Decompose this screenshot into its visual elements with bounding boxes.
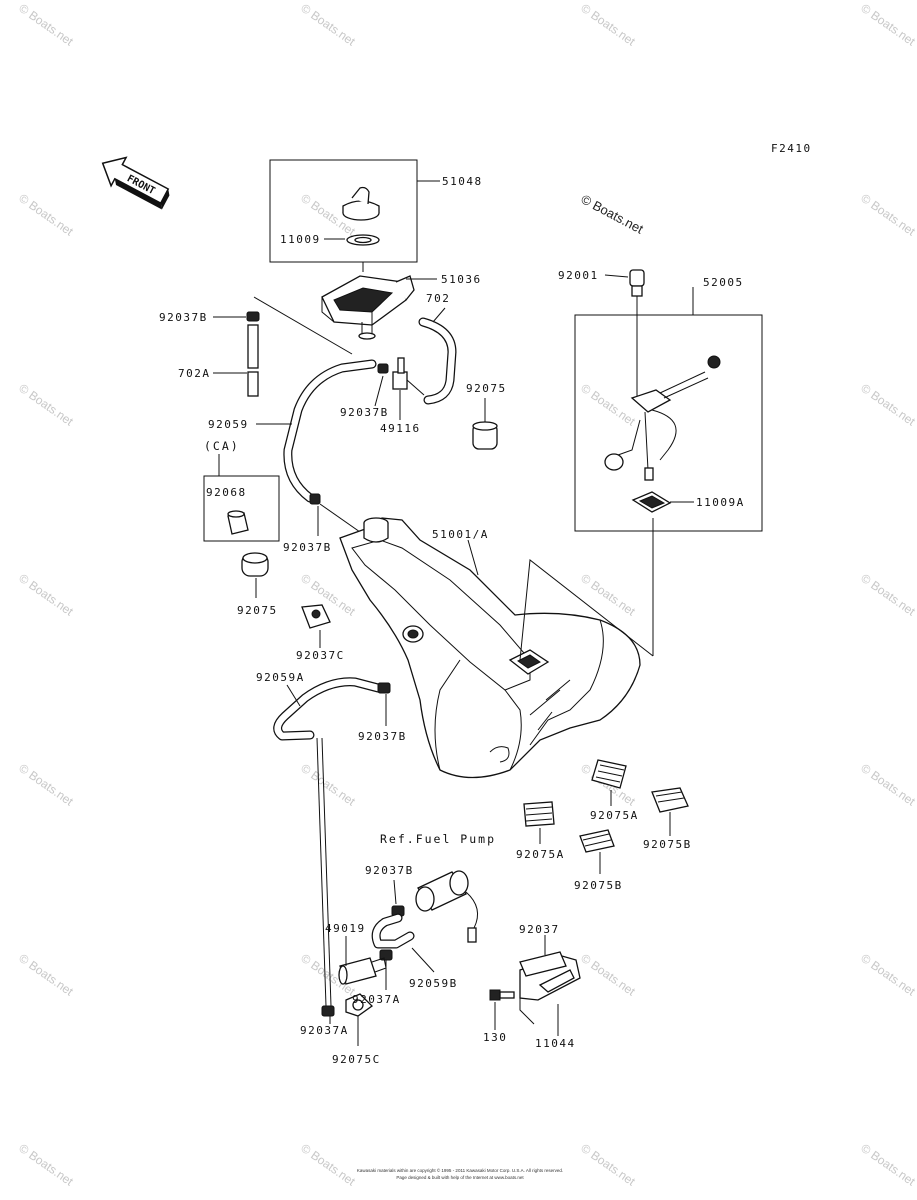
part-label-92075a: 92075A (516, 848, 565, 861)
part-label-52005: 52005 (703, 276, 744, 289)
part-label-92059b: 92059B (409, 977, 458, 990)
part-labels: 51048 11009 51036 702 92037B 702A 92037B 49116 9… (159, 175, 745, 1066)
watermark: © Boats.net (858, 761, 917, 809)
watermark: © Boats.net (858, 381, 917, 429)
watermark: © Boats.net (16, 951, 76, 999)
watermark: © Boats.net (16, 761, 76, 809)
part-label-92075c: 92075C (332, 1053, 381, 1066)
clamp-92037a-lower (321, 1005, 335, 1017)
hose-702 (418, 317, 457, 405)
damper-92075a-right (591, 759, 627, 789)
clamp-92037b-lower (377, 682, 391, 694)
watermark: © Boats.net (16, 1141, 76, 1189)
part-label-702: 702 (426, 292, 450, 305)
damper-92075a-left (523, 801, 555, 827)
fuel-cap-part (342, 186, 380, 246)
watermark: © Boats.net (858, 1, 917, 49)
watermark: © Boats.net (16, 571, 76, 619)
watermark: © Boats.net (16, 191, 76, 239)
part-label-51001-a: 51001/A (432, 528, 489, 541)
ref-fuel-pump-label: Ref.Fuel Pump (380, 832, 496, 846)
part-label-92075b: 92075B (574, 879, 623, 892)
grommet-92075-top (472, 421, 498, 450)
watermark: © Boats.net (16, 1, 76, 49)
figure-code: F2410 (771, 142, 812, 155)
hose-92059b (371, 913, 415, 949)
part-label-49116: 49116 (380, 422, 421, 435)
ca-group-box (203, 475, 280, 542)
fuel-pump-part (415, 870, 479, 943)
fuel-tank-part (339, 517, 641, 779)
watermark: © Boats.net (858, 191, 917, 239)
hose-702a (247, 324, 259, 397)
watermark: © Boats.net (298, 761, 358, 809)
watermark: © Boats.net (578, 1141, 638, 1189)
part-label-702a: 702A (178, 367, 211, 380)
part-label-92037b: 92037B (283, 541, 332, 554)
fuel-gauge-part (604, 269, 721, 513)
front-direction-arrow: FRONT (101, 156, 170, 210)
part-label-92001: 92001 (558, 269, 599, 282)
watermark: © Boats.net (858, 571, 917, 619)
damper-92075b-left (579, 829, 615, 853)
clamp-92037b-mid (309, 493, 321, 505)
clamp-92037 (519, 951, 567, 977)
watermark: © Boats.net (578, 571, 638, 619)
tee-fitting-49116 (377, 357, 425, 396)
part-label-92068: 92068 (206, 486, 247, 499)
clamp-92037b-top (246, 311, 260, 322)
part-label-92075b: 92075B (643, 838, 692, 851)
part-92068 (227, 510, 249, 535)
part-label-11009a: 11009A (696, 496, 745, 509)
damper-92075b-right (651, 787, 689, 813)
part-label-130: 130 (483, 1031, 507, 1044)
bolt-130 (489, 989, 515, 1001)
copyright-line-2: Page designed & built with help of the I… (396, 1175, 524, 1180)
part-label-92037b: 92037B (340, 406, 389, 419)
part-label-11009: 11009 (280, 233, 321, 246)
part-label-92037b: 92037B (365, 864, 414, 877)
part-label-92037c: 92037C (296, 649, 345, 662)
part-label-92037: 92037 (519, 923, 560, 936)
part-label-49019: 49019 (325, 922, 366, 935)
grommet-92075c (345, 993, 374, 1017)
part-label-92059: 92059 (208, 418, 249, 431)
part-label-92037a: 92037A (352, 993, 401, 1006)
grommet-92075-left (241, 552, 269, 577)
hose-92059 (283, 359, 377, 503)
copyright-line-1: Kawasaki materials within are copyright … (357, 1167, 563, 1173)
part-label-92037b: 92037B (159, 311, 208, 324)
boats-net-tag: © Boats.net (579, 191, 647, 236)
part-label-51036: 51036 (441, 273, 482, 286)
fuel-filter-49019 (338, 957, 387, 985)
ca-marker-label: (CA) (204, 439, 240, 453)
clamp-92037c (301, 604, 331, 629)
part-label-92059a: 92059A (256, 671, 305, 684)
part-label-92037b: 92037B (358, 730, 407, 743)
part-label-51048: 51048 (442, 175, 483, 188)
part-label-11044: 11044 (535, 1037, 576, 1050)
watermark: © Boats.net (858, 1141, 917, 1189)
drain-hose (316, 737, 332, 1007)
filler-neck-part (321, 275, 415, 340)
part-label-92037a: 92037A (300, 1024, 349, 1037)
watermark: © Boats.net (298, 1141, 358, 1189)
part-label-92075a: 92075A (590, 809, 639, 822)
part-label-92075: 92075 (237, 604, 278, 617)
part-label-92075: 92075 (466, 382, 507, 395)
cap-group-box (269, 159, 418, 263)
watermark: © Boats.net (858, 951, 917, 999)
watermark: © Boats.net (298, 1, 358, 49)
watermark: © Boats.net (578, 1, 638, 49)
watermark: © Boats.net (578, 381, 638, 429)
watermark: © Boats.net (16, 381, 76, 429)
watermark: © Boats.net (578, 951, 638, 999)
hose-92059a (273, 677, 383, 741)
